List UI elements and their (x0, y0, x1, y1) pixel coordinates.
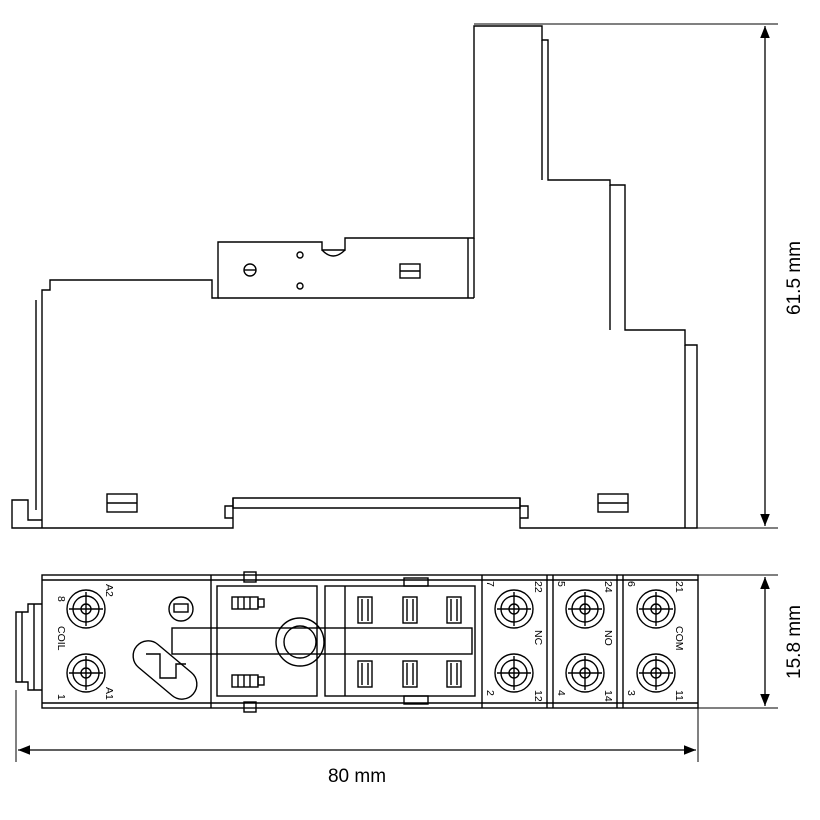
screw-terminal-icon (66, 653, 106, 693)
label-no-bottom-num: 4 (555, 690, 567, 696)
dimension-height-bottom-label: 15.8 mm (784, 605, 805, 679)
socket-body (41, 574, 699, 709)
label-coil-a2: A2 (103, 584, 115, 597)
screw-terminal-icon (636, 653, 676, 693)
side-view-outline (11, 25, 698, 529)
label-com: COM (673, 626, 685, 651)
contact-slots (357, 596, 462, 688)
mounting-plate (218, 238, 475, 299)
screw-terminals (66, 589, 676, 693)
label-com-bottom-id: 11 (673, 690, 685, 701)
screw-terminal-icon (494, 589, 534, 629)
label-coil: COIL (55, 626, 67, 651)
top-view (15, 571, 699, 713)
label-nc-bottom-id: 12 (532, 690, 544, 702)
terminal-labels: 8 A2 COIL A1 1 7 22 NC 2 12 5 24 NO 4 14… (55, 581, 685, 702)
hole-icon (296, 282, 304, 290)
screw-terminal-icon (66, 589, 106, 629)
label-com-top-num: 6 (625, 581, 637, 587)
dimension-width-label: 80 mm (328, 766, 386, 787)
side-view (11, 25, 698, 529)
led-holder-icon (132, 640, 198, 700)
label-nc-top-id: 22 (532, 581, 544, 593)
label-coil-a1-num: 1 (55, 694, 67, 700)
hole-icon (296, 251, 304, 259)
label-coil-a1: A1 (103, 687, 115, 700)
center-contact-icon (275, 617, 325, 667)
label-com-bottom-num: 3 (625, 690, 637, 696)
dimension-width: 80 mm (15, 690, 699, 787)
screw-terminal-icon (565, 653, 605, 693)
label-no: NO (602, 630, 614, 646)
label-no-top-id: 24 (602, 581, 614, 593)
label-no-top-num: 5 (555, 581, 567, 587)
pin-block-icon (231, 596, 259, 610)
label-nc: NC (532, 630, 544, 646)
label-no-bottom-id: 14 (602, 690, 614, 702)
dimension-height-top: 61.5 mm (474, 23, 805, 529)
screw-terminal-icon (494, 653, 534, 693)
dimension-height-top-label: 61.5 mm (784, 241, 805, 315)
screw-terminal-icon (636, 589, 676, 629)
screw-terminal-icon (565, 589, 605, 629)
label-com-top-id: 21 (673, 581, 685, 593)
label-nc-bottom-num: 2 (484, 690, 496, 696)
label-coil-a2-num: 8 (55, 596, 67, 602)
pin-block-icon (231, 674, 259, 688)
dimension-height-bottom: 15.8 mm (698, 574, 805, 709)
diode-icon (168, 596, 194, 622)
label-nc-top-num: 7 (484, 581, 496, 587)
